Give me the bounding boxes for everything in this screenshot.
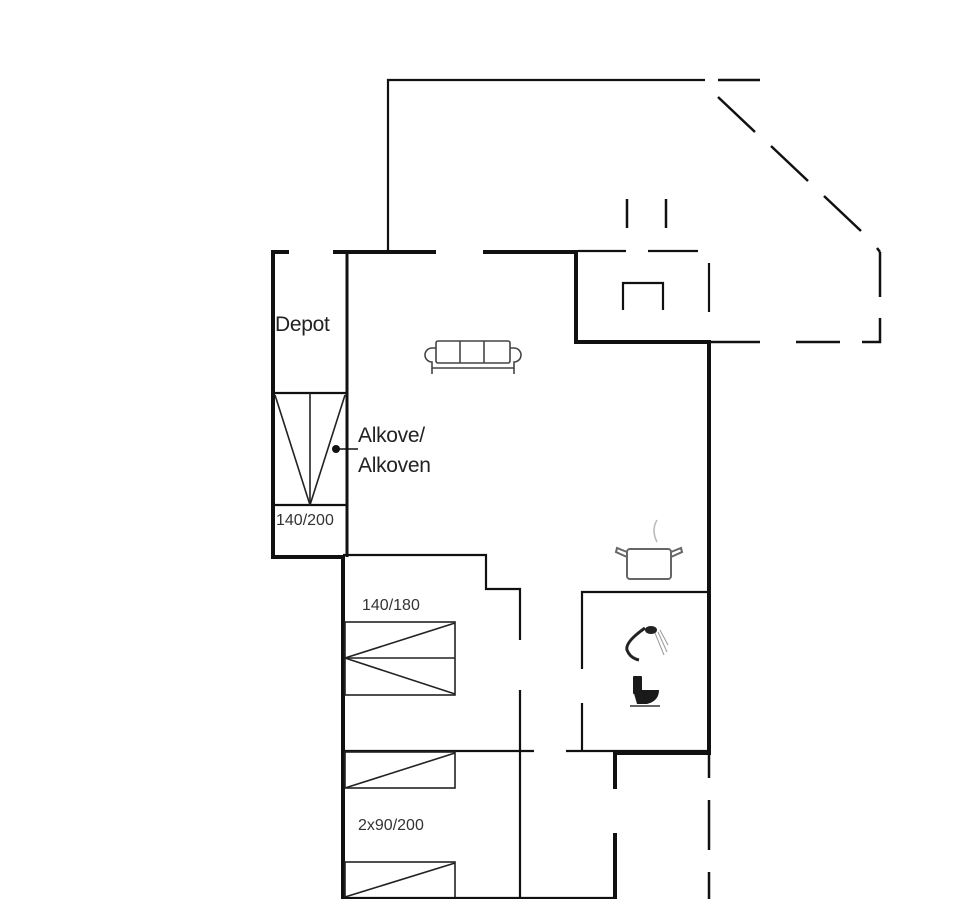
room-label-alcove-1: Alkove/ <box>358 424 425 447</box>
bedroom-2 <box>343 751 711 899</box>
main-walls <box>271 250 711 899</box>
sofa-icon <box>424 340 522 374</box>
bed-size-bedroom-2: 2x90/200 <box>358 817 424 834</box>
cooking-pot-icon <box>614 519 684 580</box>
bed-size-alcove: 140/200 <box>276 512 334 529</box>
bathroom <box>566 590 709 753</box>
terrace-outline <box>386 78 882 344</box>
bedroom-1 <box>343 553 534 899</box>
fireplace-icon <box>621 281 665 310</box>
shower-icon <box>625 626 669 662</box>
bed-size-bedroom-1: 140/180 <box>362 597 420 614</box>
room-label-alcove-2: Alkoven <box>358 454 431 477</box>
room-label-depot: Depot <box>275 313 330 336</box>
alcove-bed <box>274 393 358 506</box>
toilet-icon <box>630 676 660 707</box>
fireplace-area <box>578 199 711 312</box>
